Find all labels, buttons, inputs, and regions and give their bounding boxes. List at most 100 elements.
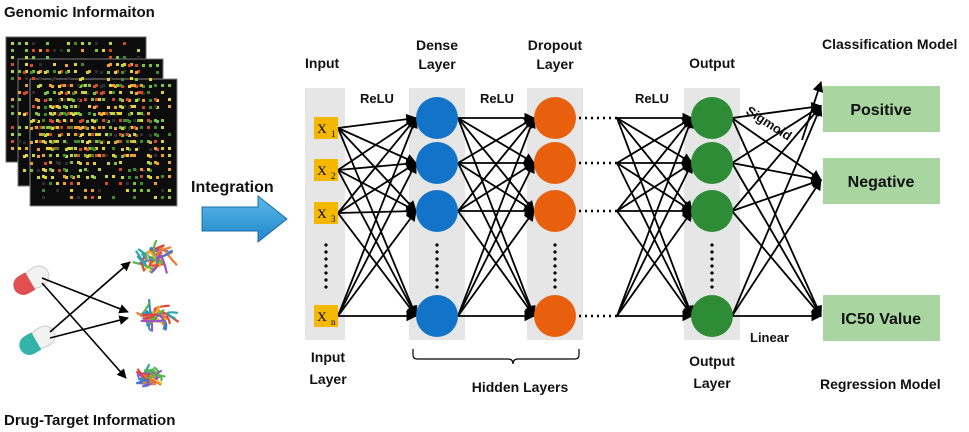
connection-arrow: [337, 113, 418, 129]
microarray-spot: [119, 168, 122, 171]
microarray-spot: [56, 154, 59, 157]
microarray-spot: [67, 98, 70, 101]
microarray-spot: [51, 113, 54, 116]
microarray-spot: [65, 92, 68, 95]
microarray-spot: [44, 141, 47, 144]
microarray-spot: [79, 169, 82, 172]
microarray-spot: [11, 112, 14, 115]
dense-layer-label: Layer: [418, 56, 456, 72]
microarray-spot: [93, 148, 96, 151]
microarray-spot: [121, 148, 124, 151]
microarray-spot: [112, 175, 115, 178]
microarray-spot: [107, 106, 110, 109]
microarray-spot: [109, 112, 112, 115]
microarray-spot: [109, 77, 112, 80]
microarray-spot: [77, 196, 80, 199]
microarray-spot: [86, 169, 89, 172]
protein-ribbon: [152, 239, 158, 255]
microarray-spot: [30, 127, 33, 130]
microarray-spot: [60, 91, 63, 94]
microarray-spot: [67, 77, 70, 80]
microarray-spot: [58, 127, 61, 130]
microarray-spot: [60, 133, 63, 136]
microarray-spot: [51, 176, 54, 179]
connection-arrow: [731, 210, 822, 317]
microarray-spot: [39, 63, 42, 66]
microarray-spot: [53, 63, 56, 66]
microarray-spot: [112, 147, 115, 150]
microarray-spot: [46, 98, 49, 101]
microarray-spot: [156, 176, 159, 179]
microarray-spot: [65, 155, 68, 158]
microarray-spot: [25, 77, 28, 80]
microarray-spot: [130, 77, 133, 80]
microarray-spot: [147, 140, 150, 143]
microarray-spot: [95, 147, 98, 150]
microarray-spot: [119, 133, 122, 136]
ellipsis-dot: [435, 243, 439, 247]
microarray-spot: [53, 147, 56, 150]
microarray-spot: [37, 176, 40, 179]
ellipsis-dot: [710, 257, 714, 261]
microarray-spot: [133, 196, 136, 199]
ellipsis-dot: [324, 271, 328, 275]
microarray-spot: [102, 112, 105, 115]
microarray-spot: [140, 175, 143, 178]
microarray-spot: [79, 162, 82, 165]
microarray-spot: [35, 98, 38, 101]
microarray-spot: [88, 112, 91, 115]
microarray-spot: [25, 70, 28, 73]
microarray-spot: [84, 154, 87, 157]
microarray-spot: [116, 63, 119, 66]
microarray-spot: [105, 154, 108, 157]
microarray-spot: [154, 147, 157, 150]
microarray-spot: [137, 98, 140, 101]
microarray-spot: [126, 189, 129, 192]
microarray-spot: [42, 196, 45, 199]
microarray-spot: [77, 161, 80, 164]
microarray-spot: [81, 63, 84, 66]
microarray-spot: [114, 106, 117, 109]
microarray-spot: [133, 105, 136, 108]
microarray-spot: [135, 141, 138, 144]
microarray-spot: [142, 106, 145, 109]
microarray-spot: [149, 134, 152, 137]
connection-arrow: [457, 117, 535, 164]
ellipsis-dot: [435, 257, 439, 261]
microarray-spot: [51, 127, 54, 130]
microarray-spot: [168, 189, 171, 192]
microarray-spot: [25, 112, 28, 115]
connection-arrow: [337, 210, 417, 317]
connection-arrow: [731, 178, 823, 212]
microarray-spot: [46, 56, 49, 59]
microarray-spot: [70, 154, 73, 157]
microarray-spot: [37, 106, 40, 109]
microarray-spot: [133, 84, 136, 87]
protein-structure-icon: [135, 363, 166, 388]
microarray-spot: [30, 141, 33, 144]
microarray-spot: [107, 134, 110, 137]
input-node-label: X: [317, 121, 327, 136]
connection-arrow: [731, 105, 822, 212]
microarray-spot: [121, 85, 124, 88]
input-node-subscript: 1: [331, 129, 336, 139]
microarray-spot: [149, 162, 152, 165]
microarray-spot: [98, 154, 101, 157]
microarray-spot: [102, 126, 105, 129]
microarray-spot: [119, 105, 122, 108]
input-node: [314, 202, 338, 224]
microarray-spot: [58, 134, 61, 137]
microarray-spot: [114, 134, 117, 137]
microarray-spot: [107, 64, 110, 67]
microarray-spot: [49, 112, 52, 115]
microarray-spot: [70, 98, 73, 101]
microarray-spot: [56, 126, 59, 129]
microarray-spot: [109, 63, 112, 66]
microarray-spot: [154, 98, 157, 101]
microarray-spot: [25, 56, 28, 59]
connection-arrow: [337, 169, 417, 317]
microarray-spot: [63, 119, 66, 122]
microarray-spot: [154, 84, 157, 87]
microarray-spot: [107, 113, 110, 116]
microarray-spot: [109, 49, 112, 52]
